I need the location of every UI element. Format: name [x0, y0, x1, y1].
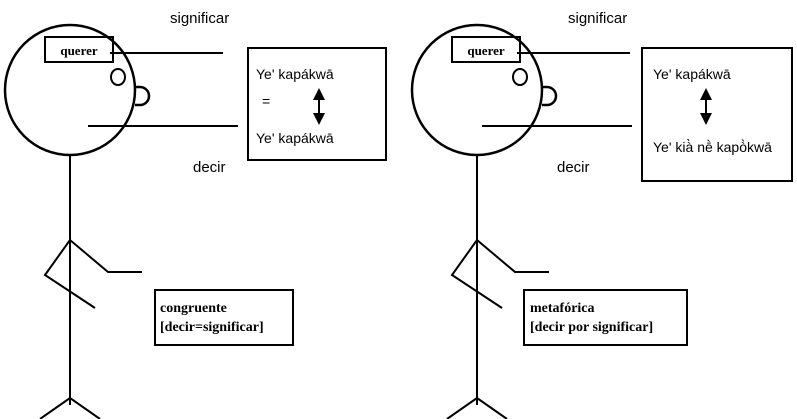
type-box [154, 289, 294, 346]
legs [39, 396, 101, 419]
arm-left [450, 239, 503, 309]
querer-box [44, 36, 114, 63]
arm-right [69, 239, 142, 273]
speech-equals: = [262, 93, 270, 109]
querer-label: querer [467, 43, 505, 58]
speech-line-1: Ye' kapákwā [256, 66, 334, 82]
significar-label: significar [170, 10, 229, 27]
decir-label: decir [193, 159, 226, 176]
significar-label: significar [568, 10, 627, 27]
type-subtitle: [decir por significar] [530, 320, 653, 335]
querer-box [451, 36, 521, 63]
legs [446, 396, 508, 419]
speech-box [247, 47, 387, 161]
figure-right: querer significar decir Ye' kapákwā Ye' … [410, 10, 793, 419]
arm-left [43, 239, 96, 309]
type-title: congruente [160, 301, 227, 316]
figure-left: querer significar decir Ye' kapákwā = Ye… [3, 10, 387, 419]
decir-label: decir [557, 159, 590, 176]
querer-label: querer [60, 43, 98, 58]
speech-line-2: Ye' kapákwā [256, 130, 334, 146]
type-box [523, 289, 688, 346]
type-subtitle: [decir=significar] [160, 320, 264, 335]
type-title: metafórica [530, 301, 595, 316]
ear [135, 85, 151, 107]
ear [542, 85, 558, 107]
speech-line-1: Ye' kapákwā [653, 66, 731, 82]
eye [512, 68, 528, 86]
eye [110, 68, 126, 86]
speech-line-2: Ye' kià̀ nḕ kapò̀kwā [653, 139, 772, 155]
speech-box [641, 47, 793, 182]
arm-right [476, 239, 549, 273]
